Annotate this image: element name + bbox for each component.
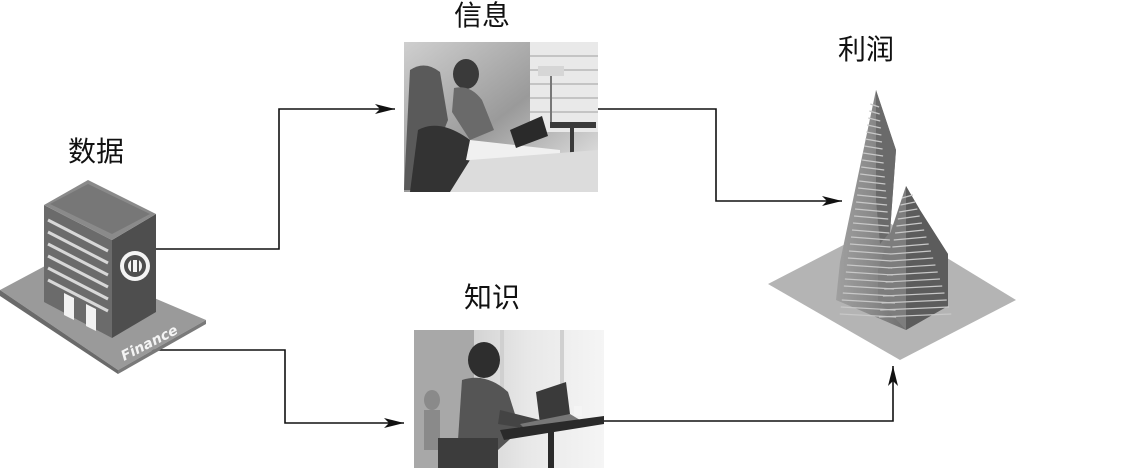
label-information: 信息: [454, 0, 511, 32]
man-at-laptop-photo: [414, 330, 604, 468]
finance-building-icon: Finance: [0, 180, 206, 374]
arrow-knowledge-to-profit: [604, 366, 898, 422]
label-knowledge: 知识: [464, 281, 521, 314]
stepped-tower-icon: [768, 90, 1016, 360]
label-profit: 利润: [838, 33, 895, 66]
arrow-information-to-profit: [598, 108, 842, 206]
woman-with-laptop-photo: [404, 42, 598, 192]
arrow-data-to-knowledge: [150, 349, 404, 428]
label-data: 数据: [68, 135, 125, 168]
arrow-data-to-information: [156, 104, 395, 250]
